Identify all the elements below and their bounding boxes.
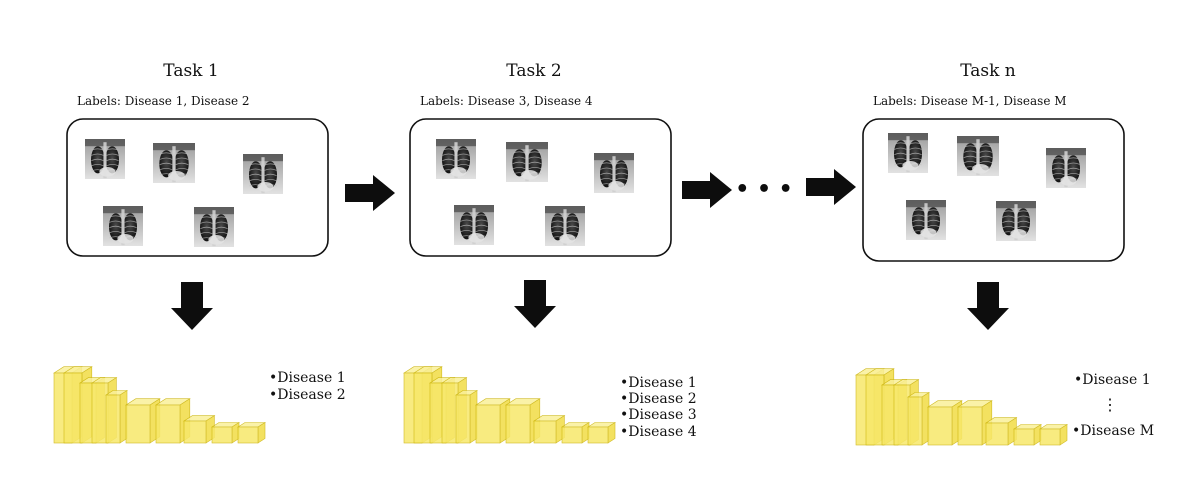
task-2-xray-2 <box>506 142 548 182</box>
task-1-xray-4 <box>103 206 143 246</box>
task-n-layer-10 <box>1038 423 1069 446</box>
task-2-xray-3 <box>594 153 634 193</box>
task-n-xray-2 <box>957 136 999 176</box>
task-n-output-1: •Disease 1 <box>1074 372 1151 388</box>
task-1-layer-5 <box>104 389 129 444</box>
task-1-output-1: •Disease 1 <box>269 370 346 386</box>
task-1-network <box>52 366 267 444</box>
task-n-layer-5 <box>906 391 931 446</box>
task-n-xray-images <box>888 133 1086 241</box>
task-2-network <box>402 366 617 444</box>
task-1-xray-2 <box>153 143 195 183</box>
task-2-layer-7 <box>504 398 541 444</box>
task-1-layer-10 <box>236 421 267 444</box>
task-n-output-m: •Disease M <box>1072 423 1154 439</box>
arrow-task2-to-ellipsis <box>682 172 732 208</box>
ellipsis-dots: • • • <box>735 177 793 202</box>
task-2-labels: Labels: Disease 3, Disease 4 <box>420 94 593 108</box>
task-1-layer-6 <box>124 398 161 444</box>
task-n-xray-3 <box>1046 148 1086 188</box>
task-1-output-2: •Disease 2 <box>269 387 346 403</box>
task-n-down-arrow <box>967 282 1009 330</box>
task-n-xray-4 <box>906 200 946 240</box>
task-1-title: Task 1 <box>163 61 218 81</box>
task-2-xray-4 <box>454 205 494 245</box>
task-n-xray-5 <box>996 201 1036 241</box>
task-1-xray-images <box>85 139 283 247</box>
task-1-layer-9 <box>210 421 241 444</box>
arrow-task1-to-task2 <box>345 175 395 211</box>
task-n-network <box>854 368 1069 446</box>
task-n-layer-6 <box>926 400 963 446</box>
task-2-title: Task 2 <box>506 61 561 81</box>
task-2-output-3: •Disease 3 <box>620 407 697 423</box>
task-2-output-1: •Disease 1 <box>620 375 697 391</box>
task-2-layer-8 <box>532 415 566 444</box>
task-1-down-arrow <box>171 282 213 330</box>
task-2-layer-5 <box>454 389 479 444</box>
task-2-output-2: •Disease 2 <box>620 391 697 407</box>
task-2-down-arrow <box>514 280 556 328</box>
task-2-layer-10 <box>586 421 617 444</box>
task-2-layer-9 <box>560 421 591 444</box>
task-2-xray-5 <box>545 206 585 246</box>
task-2-output-4: •Disease 4 <box>620 424 697 440</box>
arrow-ellipsis-to-task-n <box>806 169 856 205</box>
task-2-xray-images <box>436 139 634 246</box>
task-n-layer-9 <box>1012 423 1043 446</box>
task-n-labels: Labels: Disease M-1, Disease M <box>873 94 1067 108</box>
task-2-xray-1 <box>436 139 476 179</box>
task-1-labels: Labels: Disease 1, Disease 2 <box>77 94 250 108</box>
task-1-layer-8 <box>182 415 216 444</box>
task-1-xray-3 <box>243 154 283 194</box>
task-2-layer-6 <box>474 398 511 444</box>
task-n-xray-1 <box>888 133 928 173</box>
task-1-xray-5 <box>194 207 234 247</box>
task-n-layer-8 <box>984 417 1018 446</box>
task-1-xray-1 <box>85 139 125 179</box>
task-n-vertical-ellipsis: ⋮ <box>1102 395 1118 414</box>
task-n-title: Task n <box>960 61 1016 81</box>
